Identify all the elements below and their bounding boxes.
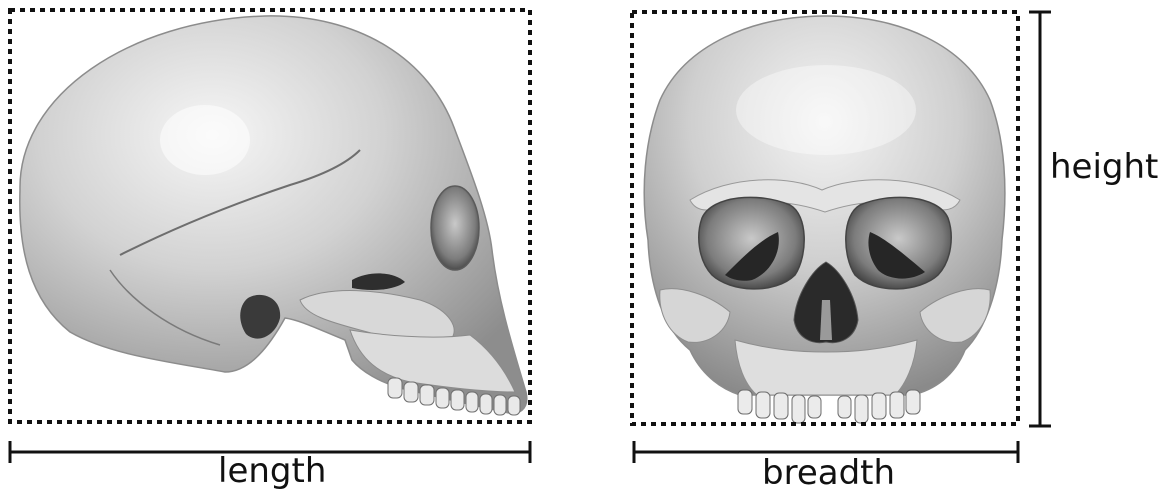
breadth-label: breadth	[762, 456, 895, 490]
height-dimension-bar	[1029, 12, 1051, 426]
height-label: height	[1050, 150, 1158, 184]
lateral-orbit	[431, 186, 479, 270]
lateral-skull	[20, 16, 527, 415]
lateral-highlight	[160, 105, 250, 175]
frontal-highlight	[736, 65, 916, 155]
frontal-skull	[644, 16, 1005, 423]
length-label: length	[218, 454, 326, 488]
frontal-nasal-septum	[820, 300, 832, 340]
